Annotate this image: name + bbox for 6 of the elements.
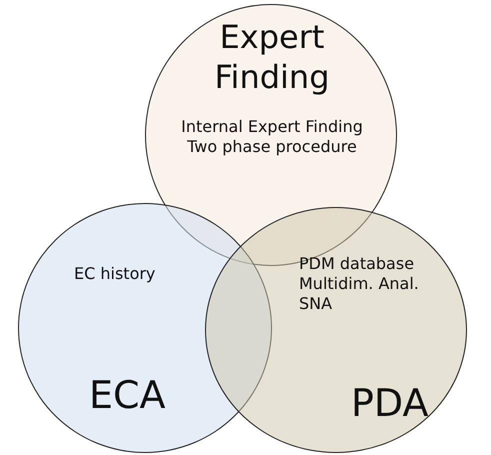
circle-title: PDA: [351, 380, 430, 427]
circle-text: Internal Expert Finding Two phase procedure: [180, 117, 364, 157]
circle-title: Expert Finding: [213, 17, 331, 97]
circle-text: EC history: [74, 264, 156, 284]
circle-text: PDM database Multidim. Anal. SNA: [299, 254, 420, 314]
circle-title: ECA: [89, 372, 167, 419]
